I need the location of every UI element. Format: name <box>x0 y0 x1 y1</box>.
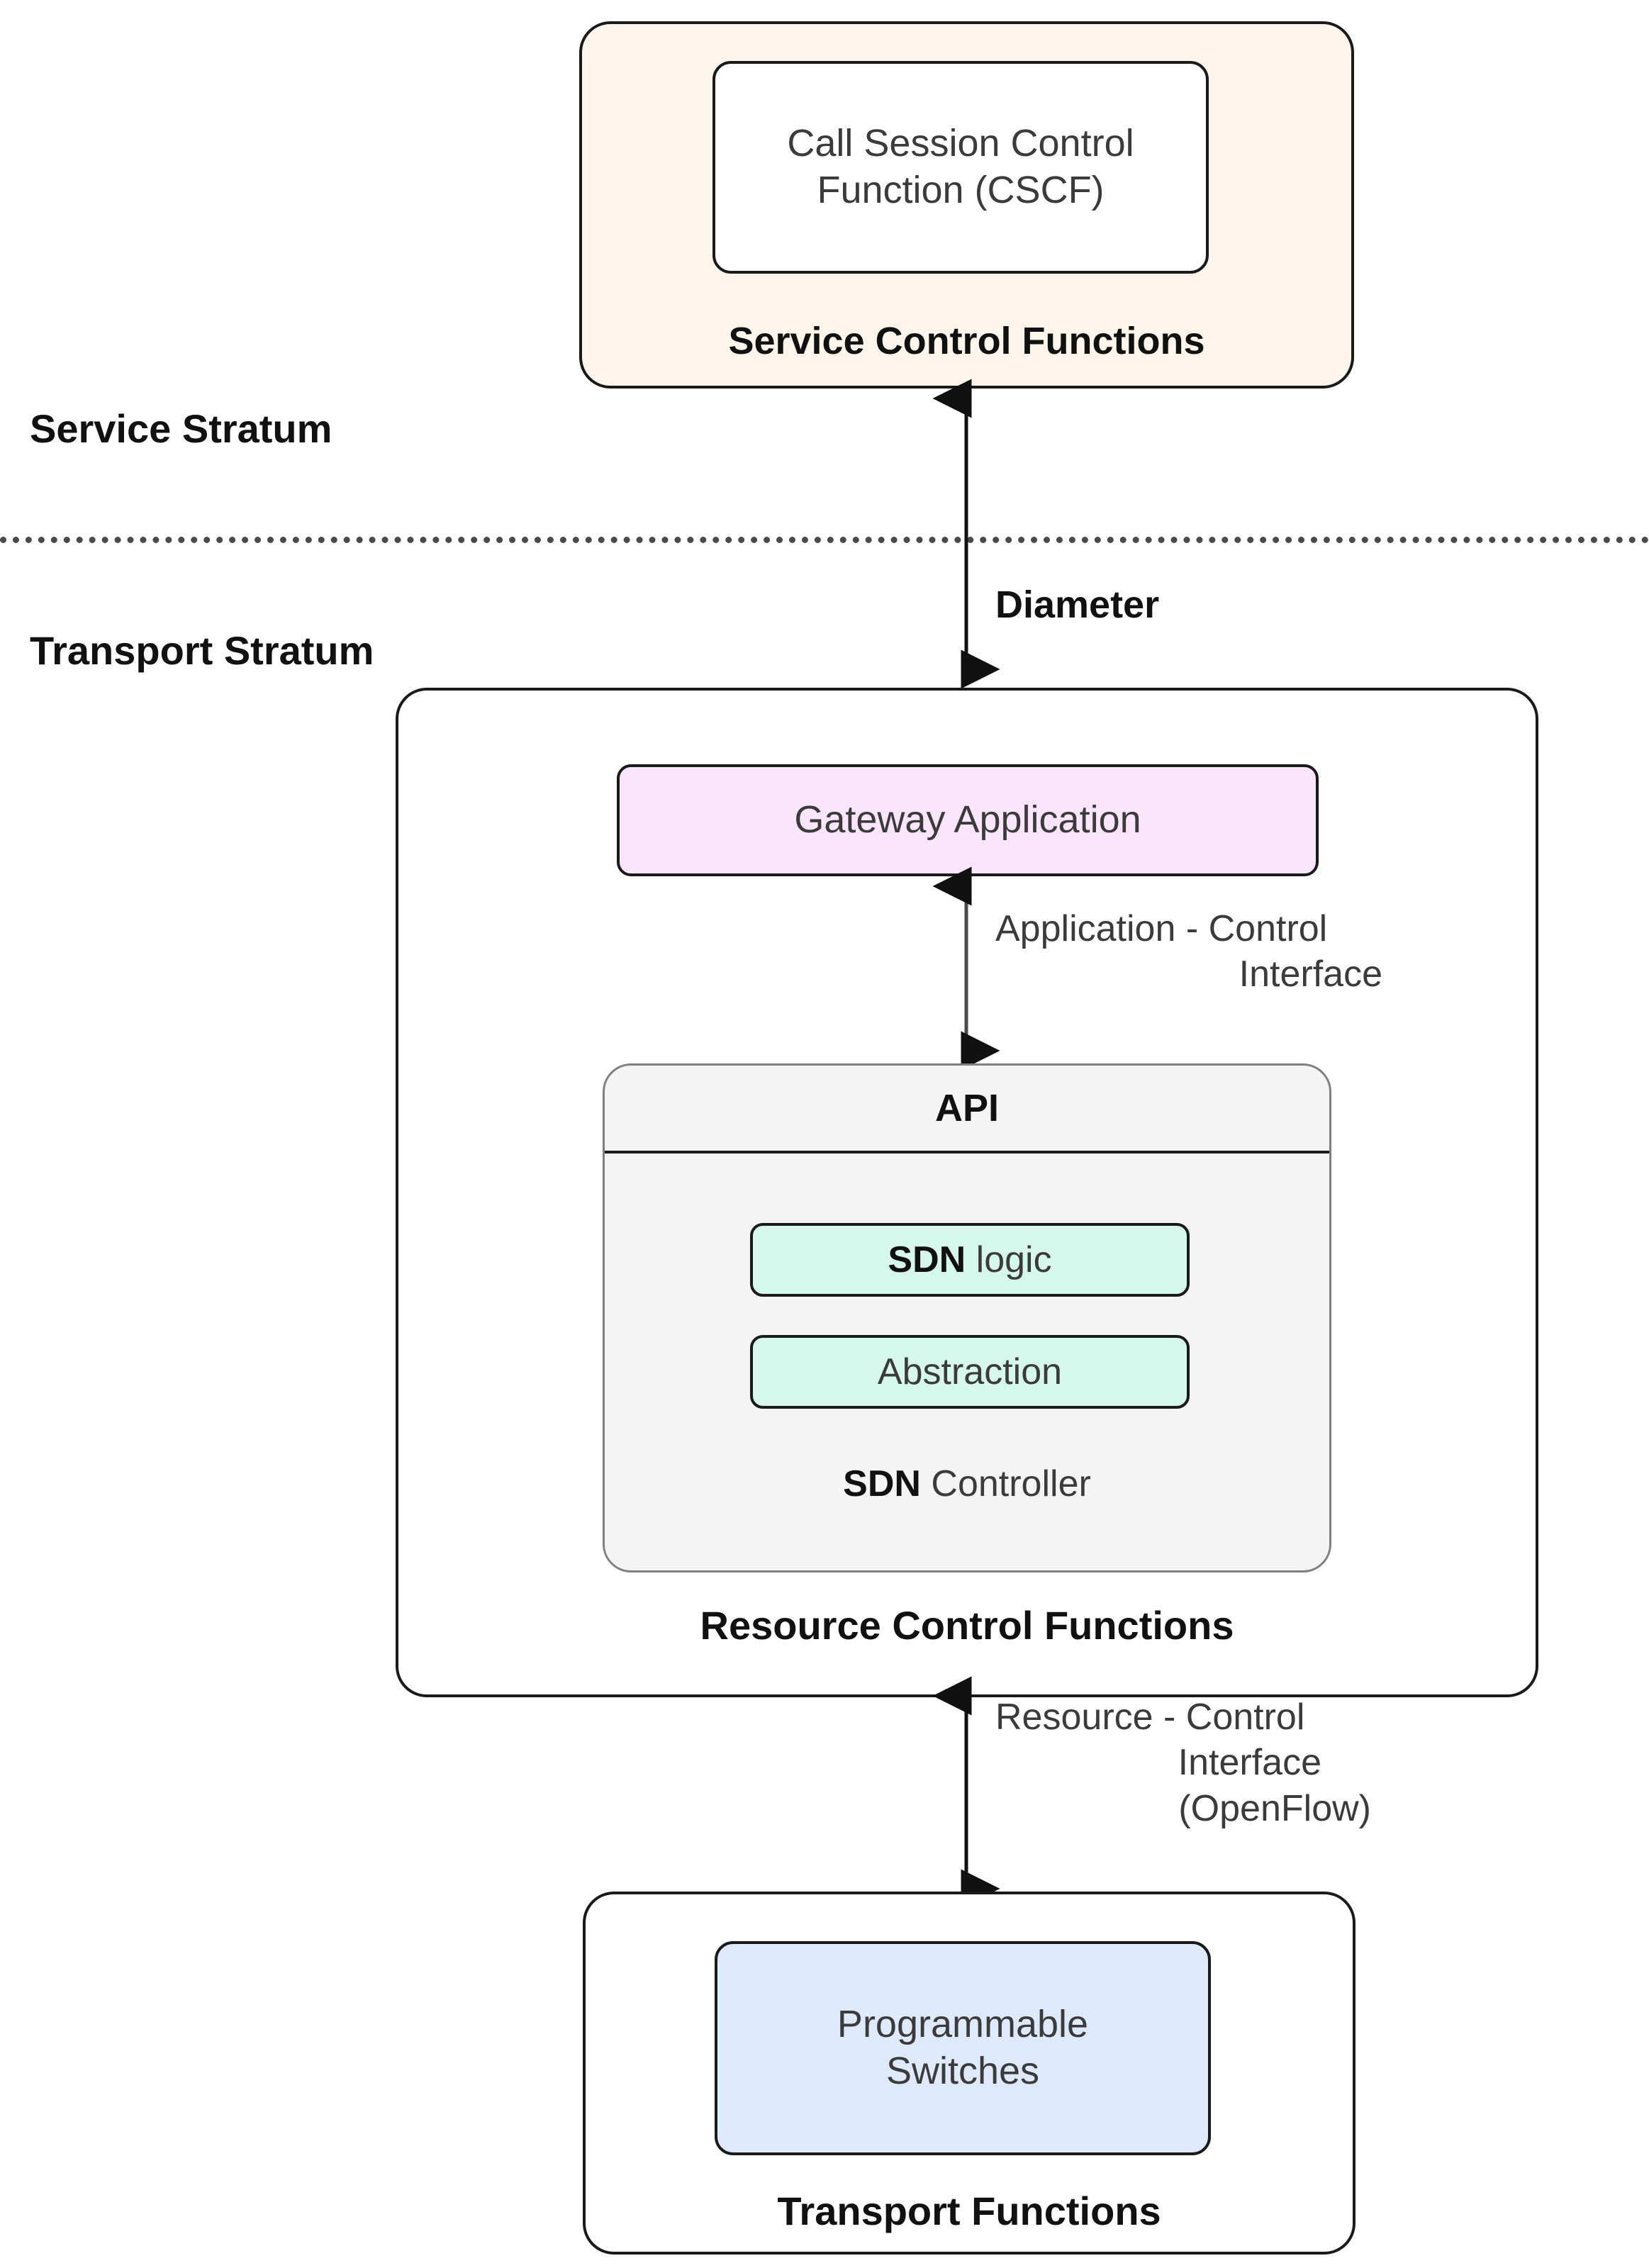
sdn-logic-label: SDN logic <box>888 1239 1051 1281</box>
res-ctrl-line1: Resource - Control <box>995 1697 1305 1738</box>
cscf-label-line1: Call Session Control <box>787 122 1134 165</box>
sdn-controller-caption-bold: SDN <box>843 1463 921 1504</box>
app-ctrl-line2: Interface <box>1239 954 1382 995</box>
cscf-node[interactable]: Call Session Control Function (CSCF) <box>712 61 1209 274</box>
programmable-switches-node[interactable]: Programmable Switches <box>715 1941 1211 2155</box>
app-ctrl-line1: Application - Control <box>995 908 1328 949</box>
application-control-interface-label: Application - Control Interface <box>995 906 1449 998</box>
res-ctrl-line2: Interface <box>1178 1742 1321 1784</box>
res-ctrl-line3: (OpenFlow) <box>1178 1787 1371 1829</box>
programmable-switches-line2: Switches <box>885 2050 1040 2092</box>
sdn-controller-caption-rest: Controller <box>920 1463 1091 1504</box>
gateway-application-label: Gateway Application <box>794 798 1141 842</box>
sdn-logic-module[interactable]: SDN logic <box>750 1223 1190 1297</box>
sdn-logic-bold: SDN <box>888 1239 966 1280</box>
sdn-controller-caption: SDN Controller <box>605 1463 1329 1505</box>
programmable-switches-line1: Programmable <box>837 2003 1089 2046</box>
gateway-application-node[interactable]: Gateway Application <box>617 764 1319 876</box>
transport-functions-caption: Transport Functions <box>777 2189 1161 2233</box>
sdn-controller-node[interactable]: API SDN logic Abstraction SDN Controller <box>603 1063 1331 1572</box>
abstraction-module[interactable]: Abstraction <box>750 1335 1190 1409</box>
service-control-functions-caption: Service Control Functions <box>728 320 1205 362</box>
service-stratum-label: Service Stratum <box>30 406 332 451</box>
abstraction-label: Abstraction <box>877 1351 1063 1392</box>
api-label: API <box>934 1087 1000 1129</box>
sdn-logic-rest: logic <box>966 1239 1052 1280</box>
resource-control-interface-label: Resource - Control Interface (OpenFlow) <box>995 1694 1435 1831</box>
api-header: API <box>605 1066 1329 1153</box>
resource-control-interface-arrow <box>932 1676 1000 1909</box>
resource-control-functions-caption: Resource Control Functions <box>700 1603 1234 1648</box>
transport-stratum-label: Transport Stratum <box>30 628 374 673</box>
diameter-label: Diameter <box>995 583 1160 626</box>
diameter-arrow <box>932 379 1000 689</box>
cscf-label-line2: Function (CSCF) <box>817 169 1105 211</box>
stratum-divider <box>0 537 1649 543</box>
application-control-interface-arrow <box>932 866 1000 1071</box>
